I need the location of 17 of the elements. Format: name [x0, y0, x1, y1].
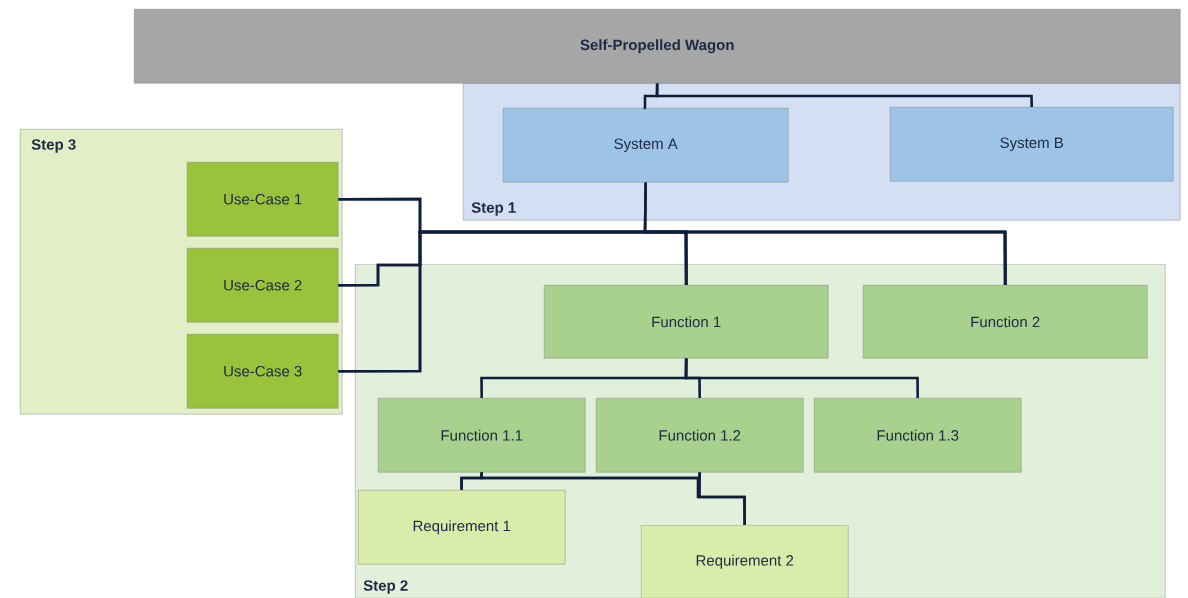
function-box: Function 2	[863, 285, 1148, 359]
function-box: Function 1.1	[378, 398, 586, 473]
requirement-box: Requirement 2	[641, 525, 849, 598]
function-box: Function 1	[544, 285, 829, 359]
connector-line	[698, 472, 746, 525]
system-box: System B	[890, 107, 1174, 182]
use-case-box: Use-Case 3	[187, 334, 339, 409]
use-case-box: Use-Case 2	[187, 248, 339, 323]
title-bar: Self-Propelled Wagon	[134, 9, 1181, 84]
function-box: Function 1.2	[596, 398, 804, 473]
function-box: Function 1.3	[814, 398, 1022, 473]
use-case-box: Use-Case 1	[187, 162, 339, 237]
connector-line	[338, 230, 1007, 373]
system-box: System A	[503, 108, 789, 183]
connector-line	[655, 83, 1033, 108]
requirement-box: Requirement 1	[358, 490, 566, 565]
connector-line	[684, 358, 919, 399]
